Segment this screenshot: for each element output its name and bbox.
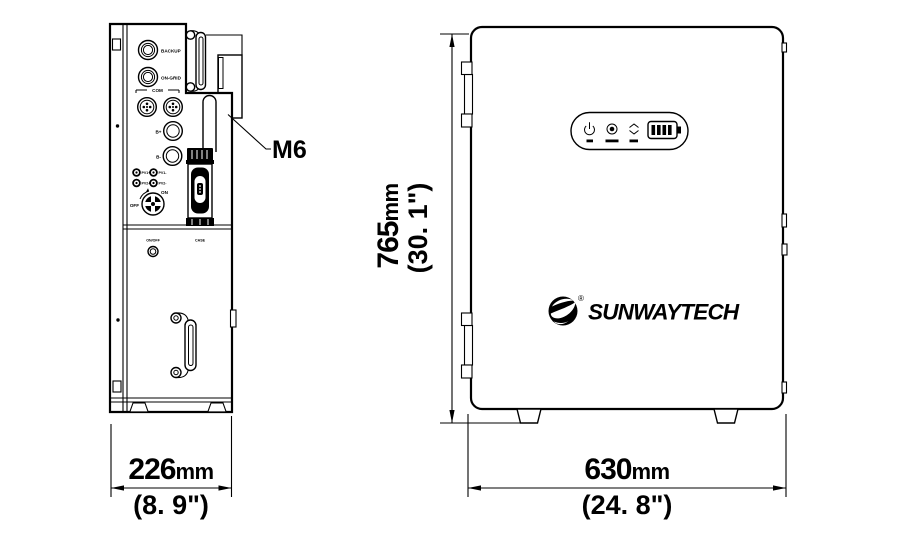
brand-logo: ® SUNWAYTECH [548, 294, 741, 326]
rotary-switch: ON OFF [130, 188, 169, 216]
rail-screw-dot [116, 318, 120, 322]
latch-bumps [781, 42, 788, 394]
dimension-height: 765mm (30. 1") [372, 33, 520, 424]
pv2-minus-label: PV2- [159, 182, 168, 186]
side-tab [229, 309, 237, 328]
com-label: COM [152, 88, 163, 93]
hinge-tabs-bottom [460, 312, 474, 379]
brand-name: SUNWAYTECH [588, 300, 740, 325]
rail-slot-bottom [112, 380, 122, 393]
pv-ports: PV1+ PV1- PV2+ PV2- [132, 168, 168, 188]
power-icon [584, 122, 595, 143]
rail-slot-top [111, 38, 122, 51]
front-foot-left [516, 408, 542, 424]
dimension-width: 630mm (24. 8") [467, 414, 787, 520]
hinge-tabs-top [460, 61, 474, 128]
com-port-1 [136, 96, 157, 117]
on-off-button: ON/OFF [146, 239, 161, 258]
indicator-panel [570, 111, 689, 151]
run-indicator-icon [605, 123, 619, 143]
depth-inches: (8. 9") [133, 490, 209, 520]
battery-minus-terminal: B- [156, 145, 183, 166]
width-text: 630mm [584, 453, 669, 486]
width-inches: (24. 8") [582, 490, 673, 520]
m6-label: M6 [272, 136, 307, 164]
side-view: BACKUP ON-GRID COM [108, 22, 307, 414]
case-label: CASE [195, 239, 206, 243]
switch-off-label: OFF [130, 203, 139, 208]
bracket-hook-slot [202, 94, 217, 152]
m6-callout: M6 [227, 114, 307, 164]
b-minus-label: B- [156, 154, 161, 159]
com-ports: COM [135, 88, 183, 117]
front-body [469, 25, 785, 411]
switch-on-label: ON [161, 190, 169, 195]
foot-notch [129, 402, 149, 412]
battery-plus-terminal: B+ [155, 120, 183, 141]
front-foot-right [713, 408, 739, 424]
battery-level-icon [647, 120, 681, 140]
side-body [108, 22, 234, 414]
on-off-label: ON/OFF [146, 239, 160, 243]
depth-text: 226mm [128, 453, 213, 486]
on-grid-port: ON-GRID [137, 66, 182, 88]
height-inches: (30. 1") [403, 183, 433, 274]
pv1-plus-label: PV1+ [142, 171, 151, 175]
top-handle [185, 30, 207, 92]
com-port-2 [162, 96, 183, 117]
comm-indicator-icon [629, 123, 639, 143]
front-view: ® SUNWAYTECH [460, 25, 788, 424]
on-grid-label: ON-GRID [161, 75, 182, 80]
cable-gland [186, 148, 214, 226]
foot-notch [207, 402, 227, 412]
registered-mark: ® [578, 294, 584, 303]
dimension-depth: 226mm (8. 9") [110, 416, 233, 520]
backup-port: BACKUP [137, 39, 181, 61]
rail-screw-dot [115, 124, 120, 128]
side-handle [170, 312, 197, 379]
b-plus-label: B+ [155, 129, 161, 134]
pv2-plus-label: PV2+ [142, 182, 151, 186]
height-text: 765mm [372, 183, 405, 268]
backup-label: BACKUP [161, 48, 181, 53]
pv1-minus-label: PV1- [159, 171, 168, 175]
